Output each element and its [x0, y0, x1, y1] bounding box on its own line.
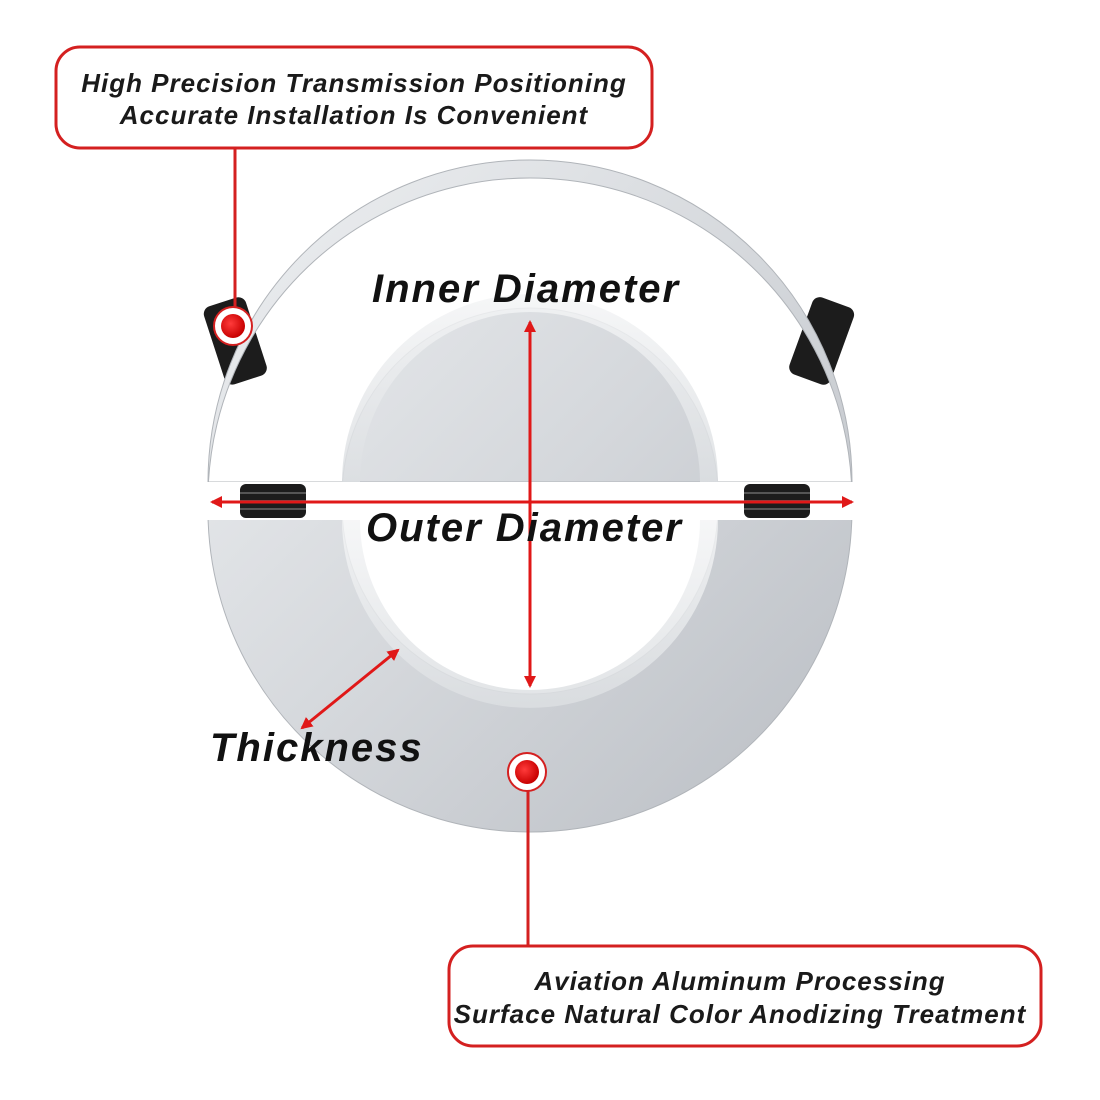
thickness-arrow	[300, 648, 400, 730]
red-dot-marker-icon	[213, 306, 253, 346]
callout-bottom-box	[447, 944, 1043, 1048]
callout-bottom-line1: Aviation Aluminum Processing	[533, 966, 945, 996]
callout-top-line1: High Precision Transmission Positioning	[81, 68, 627, 98]
collar-bottom-half	[207, 520, 853, 833]
thickness-label: Thickness	[210, 726, 424, 770]
callout-top-line2: Accurate Installation Is Convenient	[119, 100, 589, 130]
callout-top: High Precision Transmission Positioning …	[54, 45, 654, 312]
callout-bottom: Aviation Aluminum Processing Surface Nat…	[447, 790, 1043, 1048]
inner-diameter-label: Inner Diameter	[372, 267, 681, 311]
outer-diameter-label: Outer Diameter	[366, 506, 683, 550]
callout-bottom-line2: Surface Natural Color Anodizing Treatmen…	[454, 999, 1027, 1029]
red-dot-marker-icon	[507, 752, 547, 792]
screw-head-right	[789, 297, 855, 385]
callout-top-box	[54, 45, 654, 150]
